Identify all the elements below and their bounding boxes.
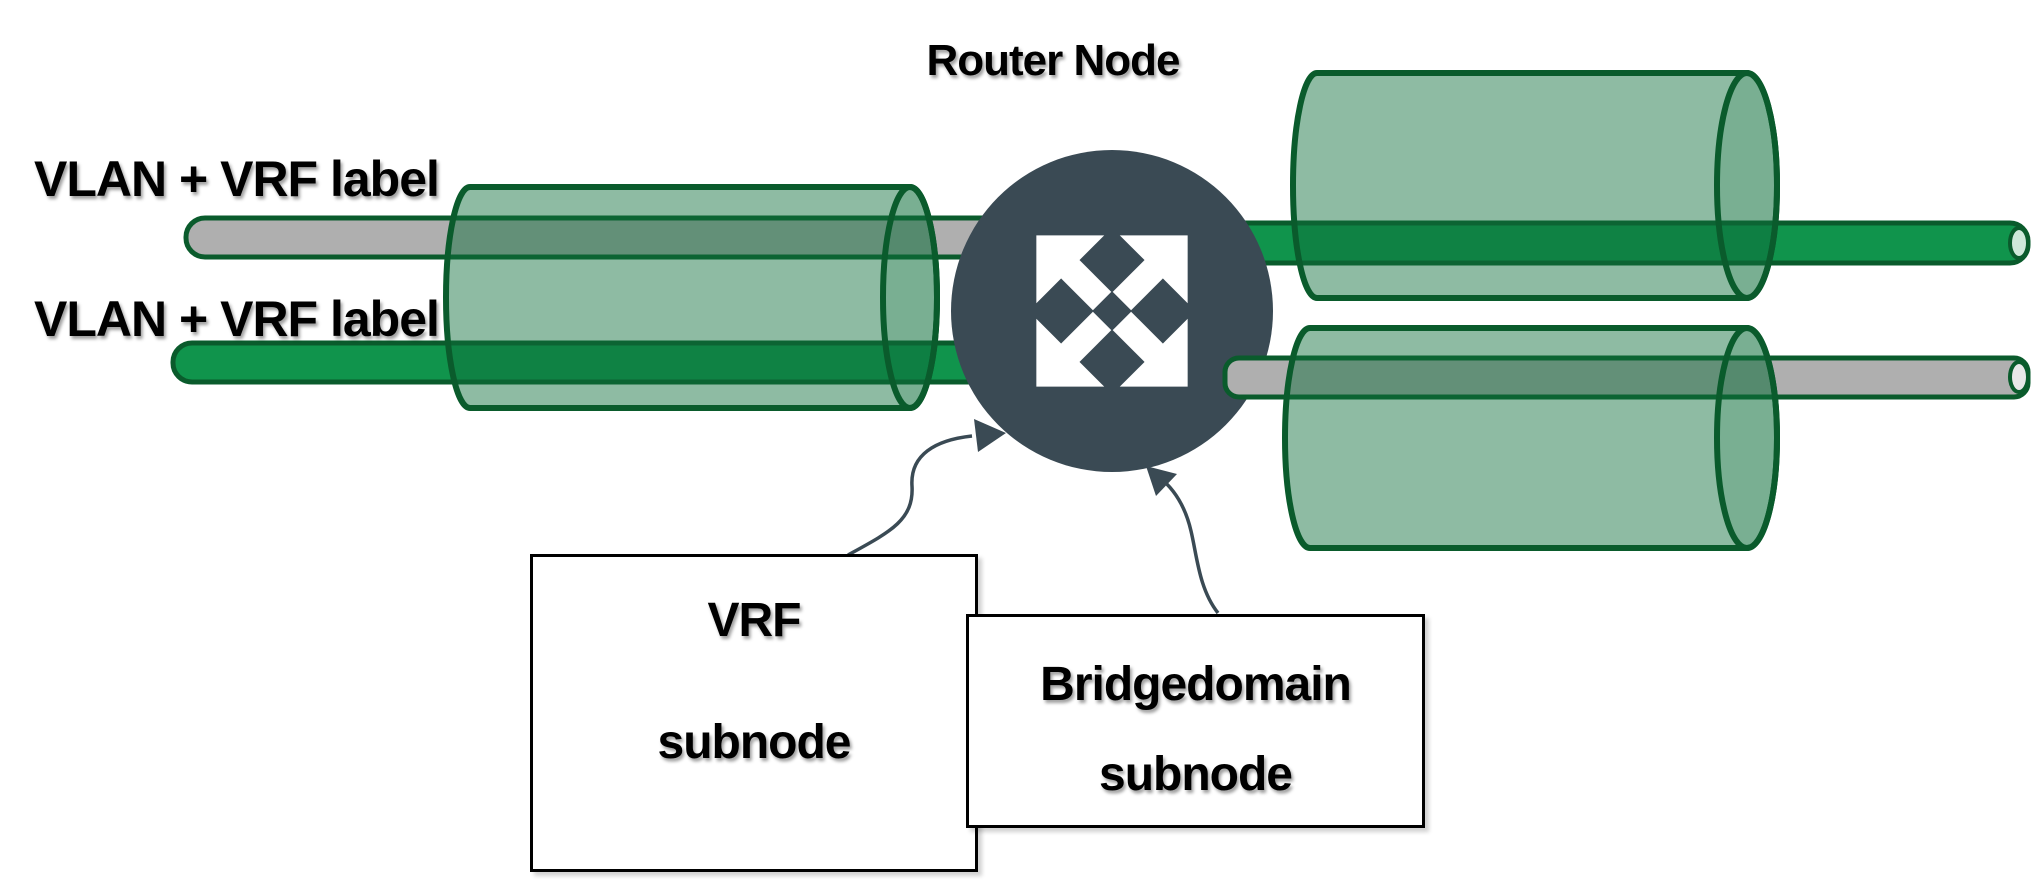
tunnel-cylinder-bottom-right-body: [1282, 325, 1780, 551]
pipe-green-right-end: [2008, 226, 2030, 260]
tunnel-cylinder-left-rim: [880, 184, 940, 411]
bridgedomain-subnode-box: Bridgedomain subnode: [966, 614, 1425, 828]
tunnel-cylinder-bottom-right-rim: [1714, 325, 1780, 551]
tunnel-cylinder-top-right-body: [1290, 70, 1780, 301]
bridgedomain-subnode-line1: Bridgedomain: [1040, 658, 1352, 711]
connector-vrf-to-router: [847, 434, 973, 557]
vrf-subnode-line2: subnode: [657, 716, 852, 769]
bridgedomain-subnode-line2: subnode: [1099, 748, 1293, 801]
pipe-gray-right-end: [2008, 360, 2030, 394]
connector-bridgedomain-to-router: [1157, 475, 1220, 615]
connector-bridgedomain-arrowhead: [1146, 466, 1177, 496]
vrf-subnode-line1: VRF: [707, 594, 802, 647]
router-node-circle: [951, 150, 1273, 472]
tunnel-cylinder-left-body: [443, 184, 940, 411]
connector-vrf-arrowhead: [974, 419, 1006, 452]
vrf-subnode-box: VRF subnode: [530, 554, 978, 872]
tunnel-cylinder-top-right-rim: [1714, 70, 1780, 301]
vlan-vrf-label-top: VLAN + VRF label: [34, 151, 440, 207]
vlan-vrf-label-bottom: VLAN + VRF label: [34, 291, 440, 347]
router-node-label: Router Node: [926, 36, 1181, 85]
